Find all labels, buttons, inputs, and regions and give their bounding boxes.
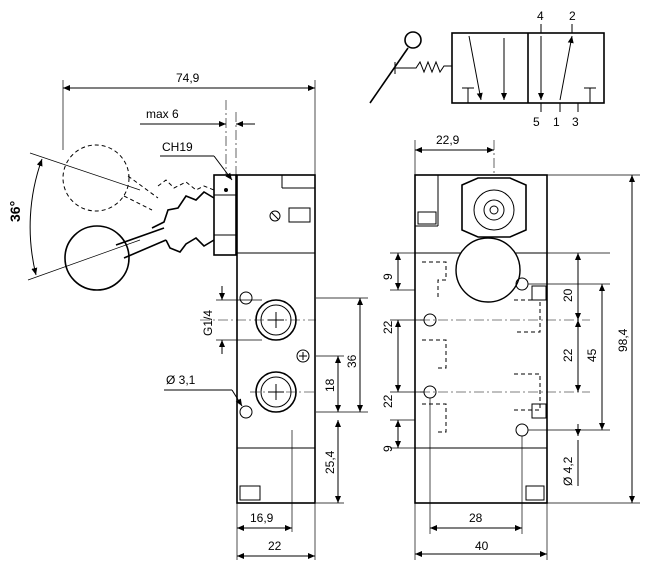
dim-22-9: 22,9: [436, 133, 460, 147]
dim-22-side: 22: [268, 539, 282, 553]
front-view: 22,9 9 22 22 9 20 22 45 98,4 Ø 4,2: [381, 133, 640, 560]
front-lever-ball-icon: [455, 237, 521, 303]
lever-ball-tilted-icon: [62, 144, 130, 212]
side-view: 36° 74,9 max 6 CH19 G1/4 Ø 3,1 36: [7, 71, 368, 560]
dim-ch19: CH19: [162, 140, 193, 154]
dim-22-a: 22: [381, 320, 395, 334]
port-3-label: 3: [572, 115, 579, 129]
dim-45: 45: [585, 348, 599, 362]
dim-9-top: 9: [381, 273, 395, 280]
port-5-label: 5: [533, 115, 540, 129]
port-4-label: 4: [537, 9, 544, 23]
dim-18: 18: [323, 378, 337, 392]
dim-25-4: 25,4: [323, 450, 337, 474]
dim-hole-3-1: Ø 3,1: [166, 373, 196, 387]
dim-22-right: 22: [561, 348, 575, 362]
dim-20: 20: [561, 288, 575, 302]
dim-28: 28: [469, 511, 483, 525]
dim-hole-4-2: Ø 4,2: [561, 456, 575, 486]
dim-22-b: 22: [381, 394, 395, 408]
dim-16-9: 16,9: [250, 511, 274, 525]
angle-label: 36°: [7, 201, 23, 222]
dim-40: 40: [475, 539, 489, 553]
dim-g1-4: G1/4: [201, 310, 215, 336]
lever-ball-icon: [64, 225, 130, 291]
dim-36: 36: [345, 354, 359, 368]
dim-98-4: 98,4: [616, 328, 630, 352]
dim-74-9: 74,9: [176, 71, 200, 85]
lever-knob-icon: [404, 31, 422, 49]
dim-max-6: max 6: [146, 107, 179, 121]
port-2-label: 2: [569, 9, 576, 23]
valve-symbol: 4 2 5 1 3: [369, 9, 605, 129]
port-1-label: 1: [553, 115, 560, 129]
dim-9-bottom: 9: [381, 445, 395, 452]
